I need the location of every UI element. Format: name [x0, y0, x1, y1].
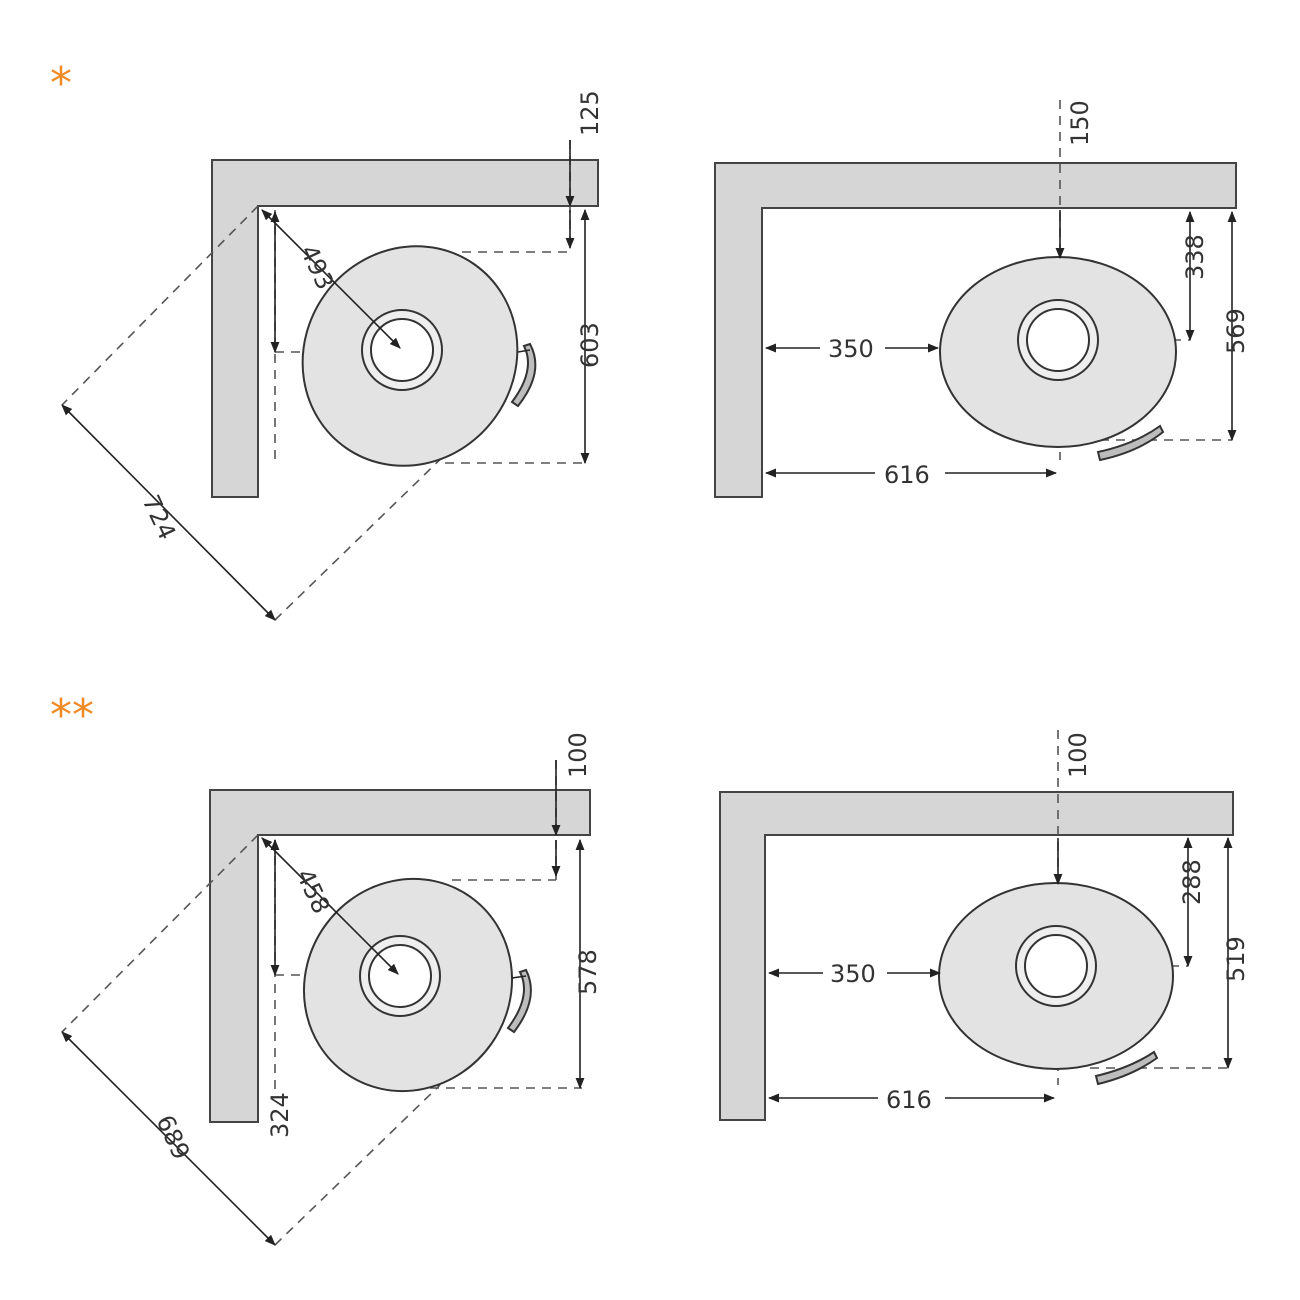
section2-marker: **	[50, 690, 94, 741]
dim-width: 689	[151, 1111, 196, 1164]
dim-wall-gap: 100	[564, 732, 592, 778]
dim-wall-gap: 100	[1064, 732, 1092, 778]
door-handle-icon	[506, 968, 532, 1034]
dim-center-depth: 288	[1178, 859, 1206, 905]
door-handle-icon	[510, 342, 537, 408]
section2-corner-diagram: 458 689 578 324 100	[61, 732, 602, 1246]
corner-wall	[714, 162, 1237, 498]
dim-wall-gap: 125	[576, 90, 604, 136]
dim-total-depth: 519	[1222, 936, 1250, 982]
dim-wall-gap: 150	[1066, 100, 1094, 146]
door-handle-icon	[1094, 1050, 1159, 1086]
dim-diagonal: 458	[291, 865, 336, 918]
section1-corner-diagram: 493 724 603 125	[61, 90, 604, 621]
stove	[938, 882, 1174, 1086]
section1-flat-diagram: 350 616 338 569 150	[714, 100, 1250, 498]
dim-depth: 578	[574, 949, 602, 995]
dim-width: 724	[137, 491, 182, 544]
dim-width: 616	[886, 1086, 932, 1114]
section2-flat-diagram: 350 616 288 519 100	[719, 730, 1250, 1121]
dim-side: 350	[830, 960, 876, 988]
dim-width: 616	[884, 461, 930, 489]
stove	[939, 256, 1177, 462]
dim-center-depth: 338	[1181, 234, 1209, 280]
section1-marker: *	[50, 58, 72, 109]
door-handle-icon	[1096, 424, 1165, 462]
dim-depth: 603	[576, 322, 604, 368]
corner-wall	[719, 791, 1234, 1121]
dim-total-depth: 569	[1222, 308, 1250, 354]
dim-side: 324	[266, 1092, 294, 1138]
dim-side: 350	[828, 335, 874, 363]
